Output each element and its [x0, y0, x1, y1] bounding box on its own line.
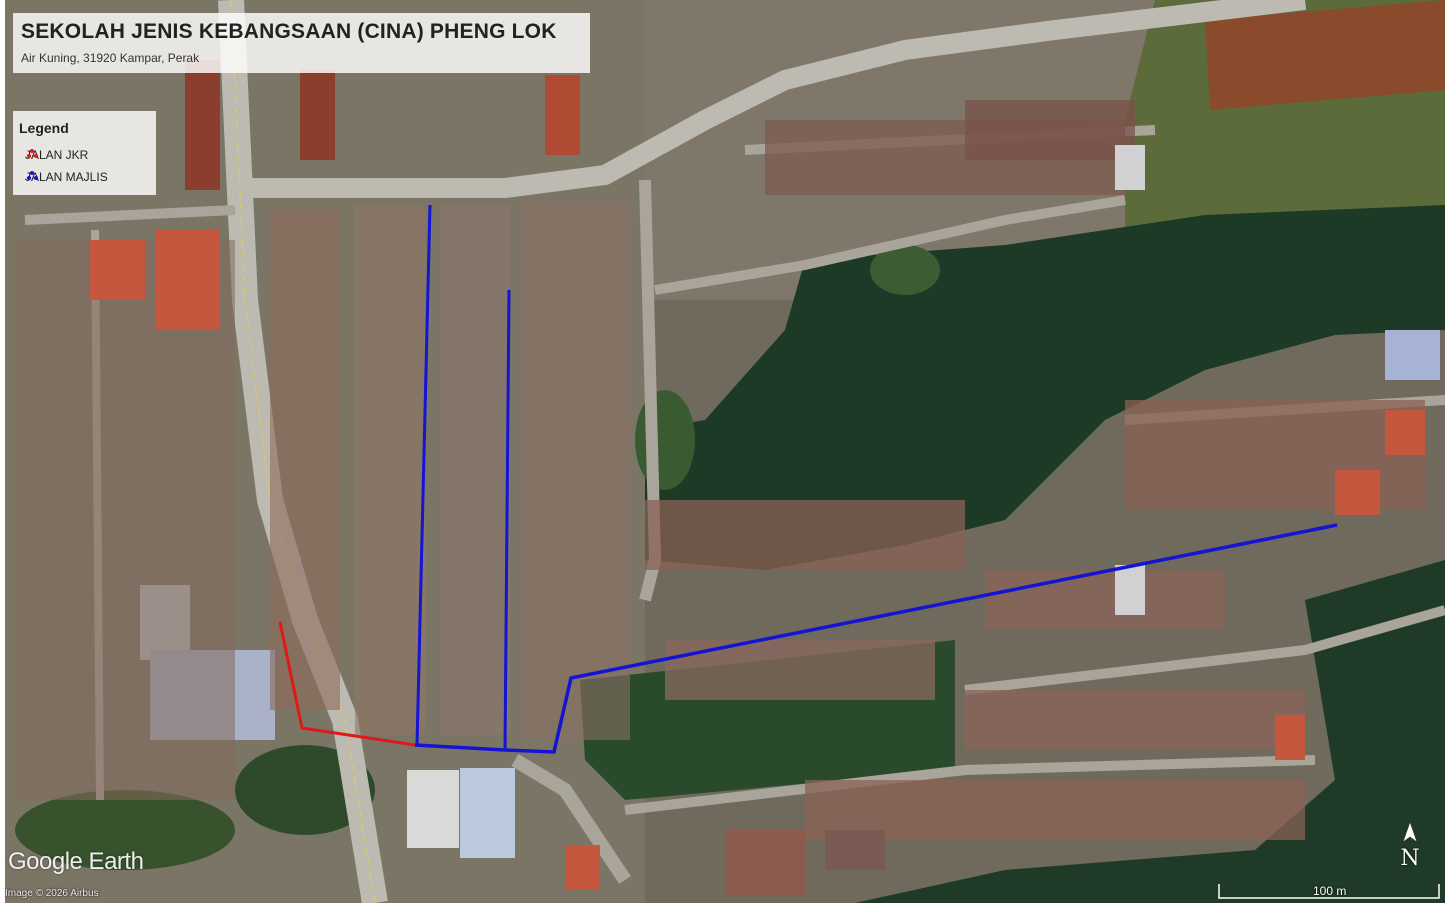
red-line-symbol-icon [27, 149, 38, 158]
title-panel: SEKOLAH JENIS KEBANGSAAN (CINA) PHENG LO… [13, 13, 590, 73]
legend-label: JALAN MAJLIS [25, 169, 108, 184]
legend-label: JALAN JKR [25, 147, 89, 162]
blue-line-symbol-icon [27, 171, 38, 180]
tree-cluster [870, 245, 940, 295]
imagery-credit: Image © 2026 Airbus [5, 888, 99, 899]
local-road [624, 755, 1316, 815]
palm-plantation [645, 205, 1445, 570]
legend-panel: Legend JALAN JKR JALAN MAJLIS [13, 111, 156, 195]
jalan-jkr-line[interactable] [278, 621, 416, 747]
scale-label: 100 m [1313, 884, 1347, 898]
north-road [245, 0, 1307, 198]
legend-heading: Legend [19, 120, 69, 136]
local-road [511, 753, 631, 884]
tree-cluster [15, 790, 235, 870]
scale-bar [1218, 884, 1440, 899]
jalan-majlis-line[interactable] [415, 204, 432, 746]
tree-cluster [635, 390, 695, 490]
north-arrow: N [1398, 820, 1422, 872]
scale: 100 m [1219, 884, 1439, 898]
local-road [654, 195, 1126, 295]
satellite-imagery [5, 0, 1445, 903]
map-title: SEKOLAH JENIS KEBANGSAAN (CINA) PHENG LO… [21, 20, 557, 43]
school-building [407, 770, 459, 848]
jalan-majlis-line[interactable] [414, 523, 1338, 754]
north-arrow-icon [1402, 821, 1418, 843]
local-road [24, 205, 236, 225]
school-building [460, 768, 515, 858]
legend-item-jalan-jkr[interactable]: JALAN JKR [25, 147, 89, 162]
cleared-land [1205, 0, 1445, 110]
jalan-majlis-line[interactable] [503, 289, 511, 751]
map-subtitle: Air Kuning, 31920 Kampar, Perak [21, 51, 200, 65]
local-road [964, 605, 1445, 695]
satellite-map[interactable]: SEKOLAH JENIS KEBANGSAAN (CINA) PHENG LO… [5, 0, 1445, 903]
legend-item-jalan-majlis[interactable]: JALAN MAJLIS [25, 169, 108, 184]
google-earth-logo: Google Earth [8, 848, 144, 875]
north-label: N [1400, 846, 1420, 871]
